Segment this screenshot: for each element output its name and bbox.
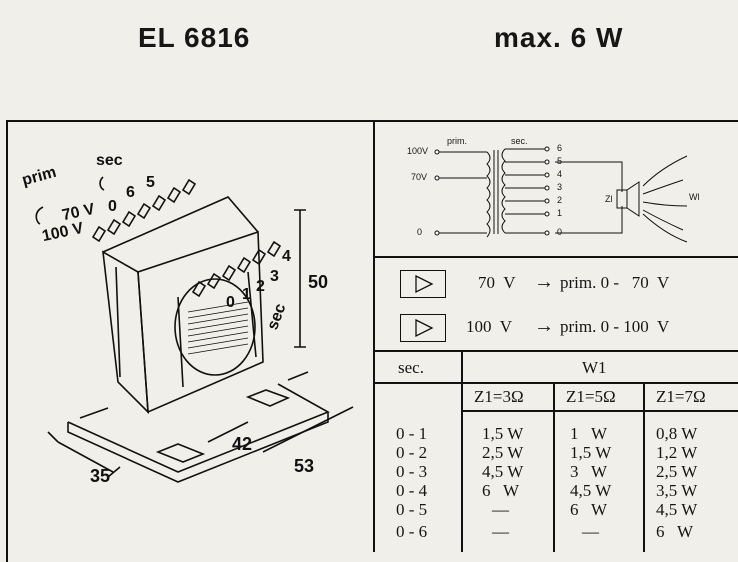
table-row-z7: 2,5 W xyxy=(656,462,698,481)
table-row-sec: 0 - 6 xyxy=(396,522,428,541)
frame xyxy=(6,120,738,562)
depth-dimension-53: 53 xyxy=(294,456,315,476)
table-header-sec: sec. xyxy=(398,358,424,377)
table-divider-z7 xyxy=(643,382,645,552)
table-row-z7: 4,5 W xyxy=(656,500,698,519)
table-header-z3: Z1=3Ω xyxy=(474,387,524,406)
schematic-tap-4: 4 xyxy=(557,169,563,179)
schematic-70v-label: 70V xyxy=(411,172,428,182)
sec-label-top: sec xyxy=(96,152,123,169)
table-divider-z5 xyxy=(553,382,555,552)
transformer-drawing: sec 5 6 0 prim 70 V 100 V 0 1 2 3 4 sec … xyxy=(8,122,374,552)
tap-0-label-top: 0 xyxy=(108,198,117,215)
depth-dimension-42: 42 xyxy=(232,434,253,454)
amp-70-result: prim. 0 - 70 V xyxy=(560,273,670,292)
schematic-lines xyxy=(434,146,688,243)
schematic-sec-label: sec. xyxy=(511,136,528,146)
table-row-sec: 0 - 1 xyxy=(396,424,428,443)
table-row-z5: 3 W xyxy=(570,462,607,481)
divider-vertical-main xyxy=(373,120,375,552)
tap-3-label: 3 xyxy=(270,268,279,285)
schematic-tap-6: 6 xyxy=(557,143,563,153)
amp-row-70v xyxy=(400,270,446,298)
amplifier-symbol xyxy=(400,270,446,298)
table-row-z3: 1,5 W xyxy=(482,424,524,443)
amp-70-arrow: → xyxy=(534,271,554,293)
schematic-tap-3: 3 xyxy=(557,182,563,192)
schematic-zl-label: Zl xyxy=(605,194,613,204)
schematic-prim-label: prim. xyxy=(447,136,467,146)
table-row-sec: 0 - 2 xyxy=(396,443,428,462)
table-row-z5: 6 W xyxy=(570,500,607,519)
amplifier-symbol xyxy=(400,314,446,342)
table-divider-sec xyxy=(461,352,463,552)
amp-row-100v xyxy=(400,314,446,342)
tap-6-label: 6 xyxy=(126,184,135,201)
table-row-z3: — xyxy=(492,522,509,541)
amplifier-triangle-icon xyxy=(415,318,434,338)
table-row-z7: 0,8 W xyxy=(656,424,698,443)
table-row-z5: — xyxy=(582,522,599,541)
table-row-sec: 0 - 5 xyxy=(396,500,428,519)
model-title: EL 6816 xyxy=(138,22,251,53)
tap-0-label: 0 xyxy=(226,294,235,311)
table-header-z5: Z1=5Ω xyxy=(566,387,616,406)
height-dimension: 50 xyxy=(308,272,329,292)
tap-4-label: 4 xyxy=(282,248,291,265)
schematic-wl-label: Wl xyxy=(689,192,700,202)
schematic-0-label: 0 xyxy=(417,227,423,237)
table-row-z7: 1,2 W xyxy=(656,443,698,462)
table-row-z3: 4,5 W xyxy=(482,462,524,481)
table-row-sec: 0 - 4 xyxy=(396,481,428,500)
table-row-z3: — xyxy=(492,500,509,519)
transformer-illustration xyxy=(35,176,354,483)
max-power-title: max. 6 W xyxy=(494,22,624,53)
amp-100-arrow: → xyxy=(534,315,554,337)
table-row-z5: 4,5 W xyxy=(570,481,612,500)
amp-100-result: prim. 0 - 100 V xyxy=(560,317,670,336)
tap-1-label: 1 xyxy=(242,286,251,303)
amplifier-triangle-icon xyxy=(415,274,434,294)
width-dimension-35: 35 xyxy=(90,466,111,486)
table-row-z3: 2,5 W xyxy=(482,443,524,462)
divider-schematic xyxy=(375,256,738,258)
table-divider-z xyxy=(461,410,738,412)
table-row-z3: 6 W xyxy=(482,481,519,500)
schematic-tap-5: 5 xyxy=(557,156,563,166)
amp-70-volts: 70 V xyxy=(478,273,516,292)
table-header-z7: Z1=7Ω xyxy=(656,387,706,406)
tap-2-label: 2 xyxy=(256,278,265,295)
table-row-z7: 3,5 W xyxy=(656,481,698,500)
tap-5-label: 5 xyxy=(146,174,155,191)
wiring-schematic: prim. sec. 100V 70V 0 6 5 4 3 2 1 0 Zl W… xyxy=(377,122,738,256)
table-row-sec: 0 - 3 xyxy=(396,462,428,481)
table-header-w1: W1 xyxy=(582,358,607,377)
schematic-tap-1: 1 xyxy=(557,208,563,218)
table-row-z7: 6 W xyxy=(656,522,693,541)
table-divider-header xyxy=(375,382,738,384)
table-row-z5: 1 W xyxy=(570,424,607,443)
schematic-tap-0: 0 xyxy=(557,227,563,237)
table-row-z5: 1,5 W xyxy=(570,443,612,462)
schematic-tap-2: 2 xyxy=(557,195,563,205)
divider-amps xyxy=(375,350,738,352)
amp-100-volts: 100 V xyxy=(466,317,512,336)
schematic-100v-label: 100V xyxy=(407,146,429,156)
